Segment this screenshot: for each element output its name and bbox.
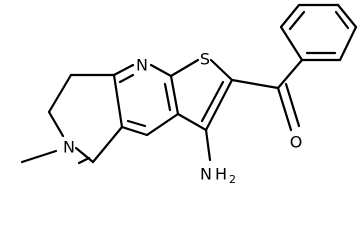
bond-c4-c4a-inner bbox=[126, 119, 147, 128]
bond-carbonyl-o bbox=[276, 86, 293, 132]
thiophene-ring bbox=[169, 58, 234, 162]
pyridine-ring bbox=[112, 63, 180, 137]
bond-ph5-ph6 bbox=[338, 25, 358, 62]
bond-s-c2 bbox=[209, 58, 234, 82]
benzoyl-group bbox=[230, 58, 304, 132]
bond-c9a-c4b-inner bbox=[163, 82, 172, 112]
bond-ph2-ph3-inner bbox=[288, 10, 306, 31]
bond-ph2-ph3 bbox=[279, 3, 301, 29]
atom-thiophene-sulfur: S bbox=[200, 50, 210, 69]
amine-label: N H 2 bbox=[200, 165, 236, 187]
bond-carbonyl-phenyl bbox=[276, 58, 304, 90]
atom-carbonyl-oxygen: O bbox=[290, 133, 303, 152]
bond-c4b-c4 bbox=[145, 112, 180, 137]
bond-c2-carbonyl bbox=[230, 78, 280, 90]
bond-c2-c3 bbox=[204, 78, 234, 132]
bond-c7-c6 bbox=[47, 73, 73, 114]
phenyl-ring bbox=[279, 3, 358, 62]
bond-nme-c5 bbox=[77, 156, 91, 165]
bond-c8a-c4a bbox=[112, 73, 124, 129]
bond-c3-c4b bbox=[176, 112, 208, 132]
bond-c5-c4a bbox=[91, 125, 124, 164]
bond-c9a-s bbox=[169, 58, 200, 78]
bond-carbonyl-o-double bbox=[284, 82, 301, 128]
bond-nme-c5b bbox=[74, 146, 95, 164]
atom-amine-nitrogen: N bbox=[200, 165, 212, 184]
bond-ph4-ph5 bbox=[336, 3, 358, 29]
bond-c9a-c4b bbox=[169, 74, 180, 116]
chemical-structure-diagram: N S N O N H 2 bbox=[20, 3, 358, 187]
bond-c3-amine bbox=[204, 128, 212, 162]
bond-c4-c4a bbox=[120, 125, 149, 137]
amine-hydrogen-count: 2 bbox=[229, 173, 236, 186]
bond-n1-c9a bbox=[149, 63, 173, 78]
bond-c2-c3-inner bbox=[200, 80, 225, 123]
atom-methylamine-nitrogen: N bbox=[63, 138, 75, 157]
bond-c8a-n1-inner bbox=[118, 73, 135, 84]
bond-c6-nme bbox=[47, 110, 65, 138]
bond-nme-methyl bbox=[20, 149, 58, 164]
bond-ph1-ph2 bbox=[279, 25, 304, 62]
atom-pyridine-nitrogen: N bbox=[136, 56, 148, 75]
amine-hydrogen: H bbox=[215, 165, 227, 184]
bond-ph4-ph5-inner bbox=[334, 10, 350, 30]
bond-c8a-n1 bbox=[112, 63, 135, 77]
tetrahydropyridine-ring bbox=[20, 73, 124, 165]
